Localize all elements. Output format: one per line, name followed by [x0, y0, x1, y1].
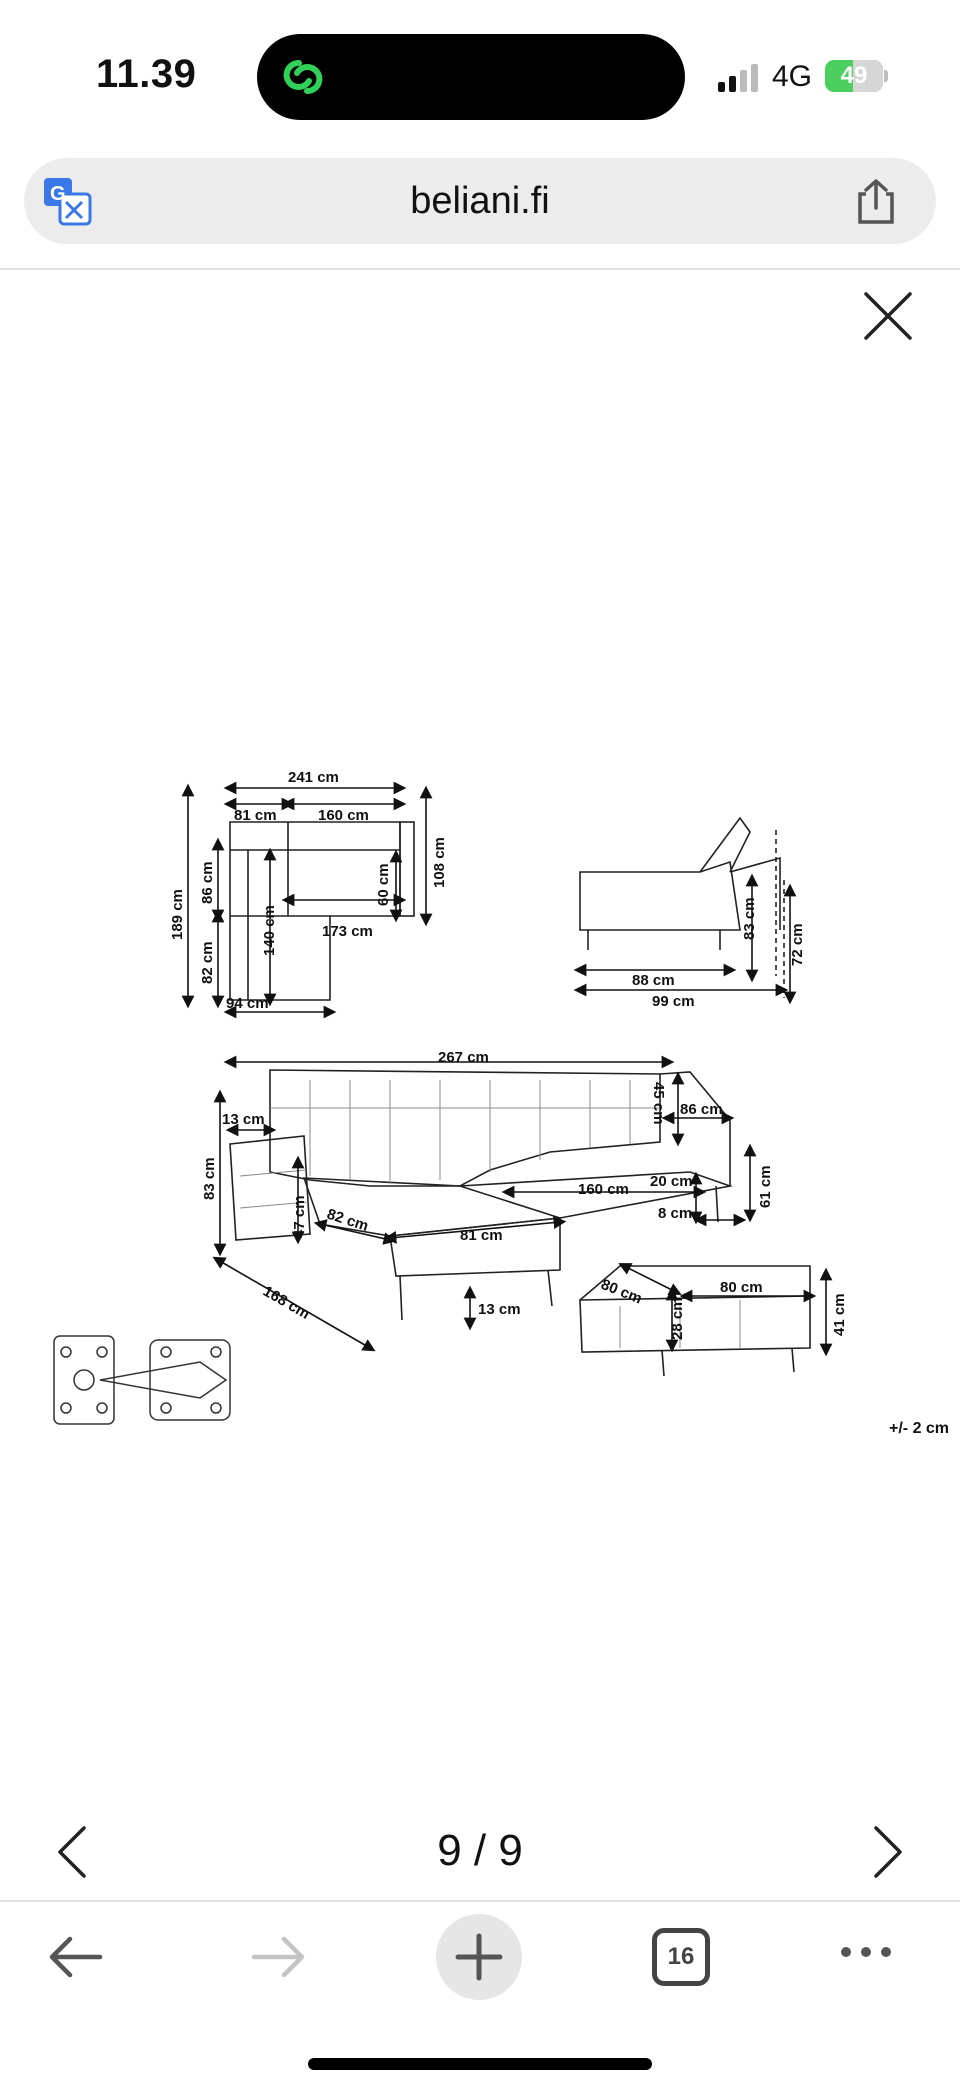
- dim-side-height: 72 cm: [789, 923, 806, 966]
- dim-leg-height: 13 cm: [478, 1301, 521, 1318]
- new-tab-button[interactable]: [436, 1914, 522, 2000]
- dim-top-chaise-length: 140 cm: [261, 905, 278, 956]
- dim-top-seat-depth: 60 cm: [375, 863, 392, 906]
- battery-level: 49: [840, 62, 868, 89]
- status-time: 11.39: [96, 52, 197, 96]
- product-dimension-image: 241 cm 81 cm 160 cm 189 cm 86 cm 82 cm 1…: [40, 740, 960, 1460]
- url-text[interactable]: beliani.fi: [410, 180, 550, 222]
- dim-side-total-length: 99 cm: [652, 993, 695, 1010]
- dim-top-arm-width: 81 cm: [234, 807, 277, 824]
- dim-top-width-total: 241 cm: [288, 769, 339, 786]
- dim-back-height: 45 cm: [650, 1082, 667, 1125]
- divider: [0, 268, 960, 270]
- dim-top-chaise-lower: 82 cm: [199, 941, 216, 984]
- dim-top-front-width: 173 cm: [322, 923, 373, 940]
- dim-seat-height: 61 cm: [757, 1165, 774, 1208]
- dim-chaise-width: 81 cm: [460, 1227, 503, 1244]
- dim-ottoman-width: 80 cm: [720, 1279, 763, 1296]
- browser-toolbar: 16: [0, 1902, 960, 2087]
- dynamic-island: [257, 34, 685, 120]
- dim-cushion: 8 cm: [658, 1205, 692, 1222]
- dim-top-depth-total: 189 cm: [169, 889, 186, 940]
- signal-icon: [718, 64, 758, 92]
- dim-top-seat-width: 160 cm: [318, 807, 369, 824]
- status-bar: 11.39 4G 49: [0, 0, 960, 150]
- dim-side-seat-length: 88 cm: [632, 972, 675, 989]
- page-indicator: 9 / 9: [437, 1826, 523, 1875]
- dim-height: 83 cm: [201, 1157, 218, 1200]
- url-bar[interactable]: beliani.fi G: [24, 158, 936, 244]
- dim-side-depth: 86 cm: [680, 1101, 723, 1118]
- battery-icon: 49: [825, 60, 889, 92]
- close-icon[interactable]: [860, 288, 916, 344]
- dim-chaise-length: 168 cm: [260, 1283, 313, 1323]
- dim-ottoman-depth: 80 cm: [599, 1276, 645, 1308]
- plus-icon: [455, 1933, 503, 1981]
- dimension-tolerance: +/- 2 cm: [889, 1420, 950, 1437]
- svg-text:G: G: [50, 183, 66, 205]
- dim-ottoman-height: 41 cm: [831, 1293, 848, 1336]
- home-indicator: [308, 2058, 652, 2070]
- network-type: 4G: [772, 60, 813, 93]
- more-dots-icon[interactable]: [838, 1942, 894, 1962]
- dim-arm-width: 13 cm: [222, 1111, 265, 1128]
- dim-top-back-height: 108 cm: [431, 837, 448, 888]
- dim-arm-height: 47 cm: [291, 1195, 308, 1238]
- dim-seat-width: 160 cm: [578, 1181, 629, 1198]
- arrow-left-icon[interactable]: [46, 1932, 106, 1982]
- dim-top-chaise-width: 94 cm: [226, 995, 269, 1012]
- chevron-left-icon[interactable]: [52, 1824, 92, 1880]
- dim-ottoman-cushion-height: 28 cm: [669, 1297, 686, 1340]
- dim-seat-thickness: 20 cm: [650, 1173, 693, 1190]
- chevron-right-icon[interactable]: [868, 1824, 908, 1880]
- dim-side-reclined-height: 83 cm: [741, 897, 758, 940]
- translate-icon[interactable]: G: [42, 176, 92, 226]
- tabs-count-button[interactable]: 16: [652, 1928, 710, 1986]
- arrow-right-icon[interactable]: [248, 1932, 308, 1982]
- dim-total-width: 267 cm: [438, 1049, 489, 1066]
- dim-top-back-depth: 86 cm: [199, 861, 216, 904]
- linked-rings-icon: [283, 59, 323, 95]
- divider: [0, 1900, 960, 1902]
- share-icon[interactable]: [854, 178, 898, 226]
